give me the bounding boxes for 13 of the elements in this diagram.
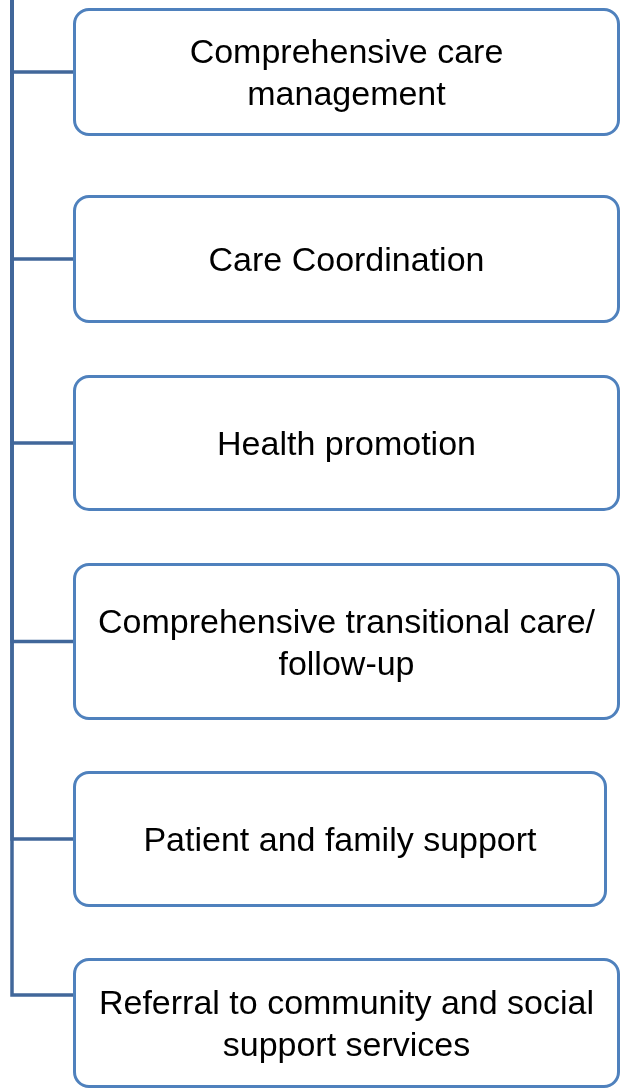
connector-line [10,0,73,997]
box-label: Health promotion [216,423,477,464]
process-box [73,771,607,907]
process-box [73,958,620,1088]
process-box [73,563,620,720]
box-label: Patient and family support [142,819,538,860]
process-box [73,375,620,511]
box-label: Comprehensive care management [188,31,505,114]
box-label: Referral to community and social support services [97,982,596,1065]
box-label: Comprehensive transitional care/ follow-up [97,600,596,684]
box-label: Care Coordination [207,239,486,280]
process-box [73,195,620,323]
process-box [73,8,620,136]
